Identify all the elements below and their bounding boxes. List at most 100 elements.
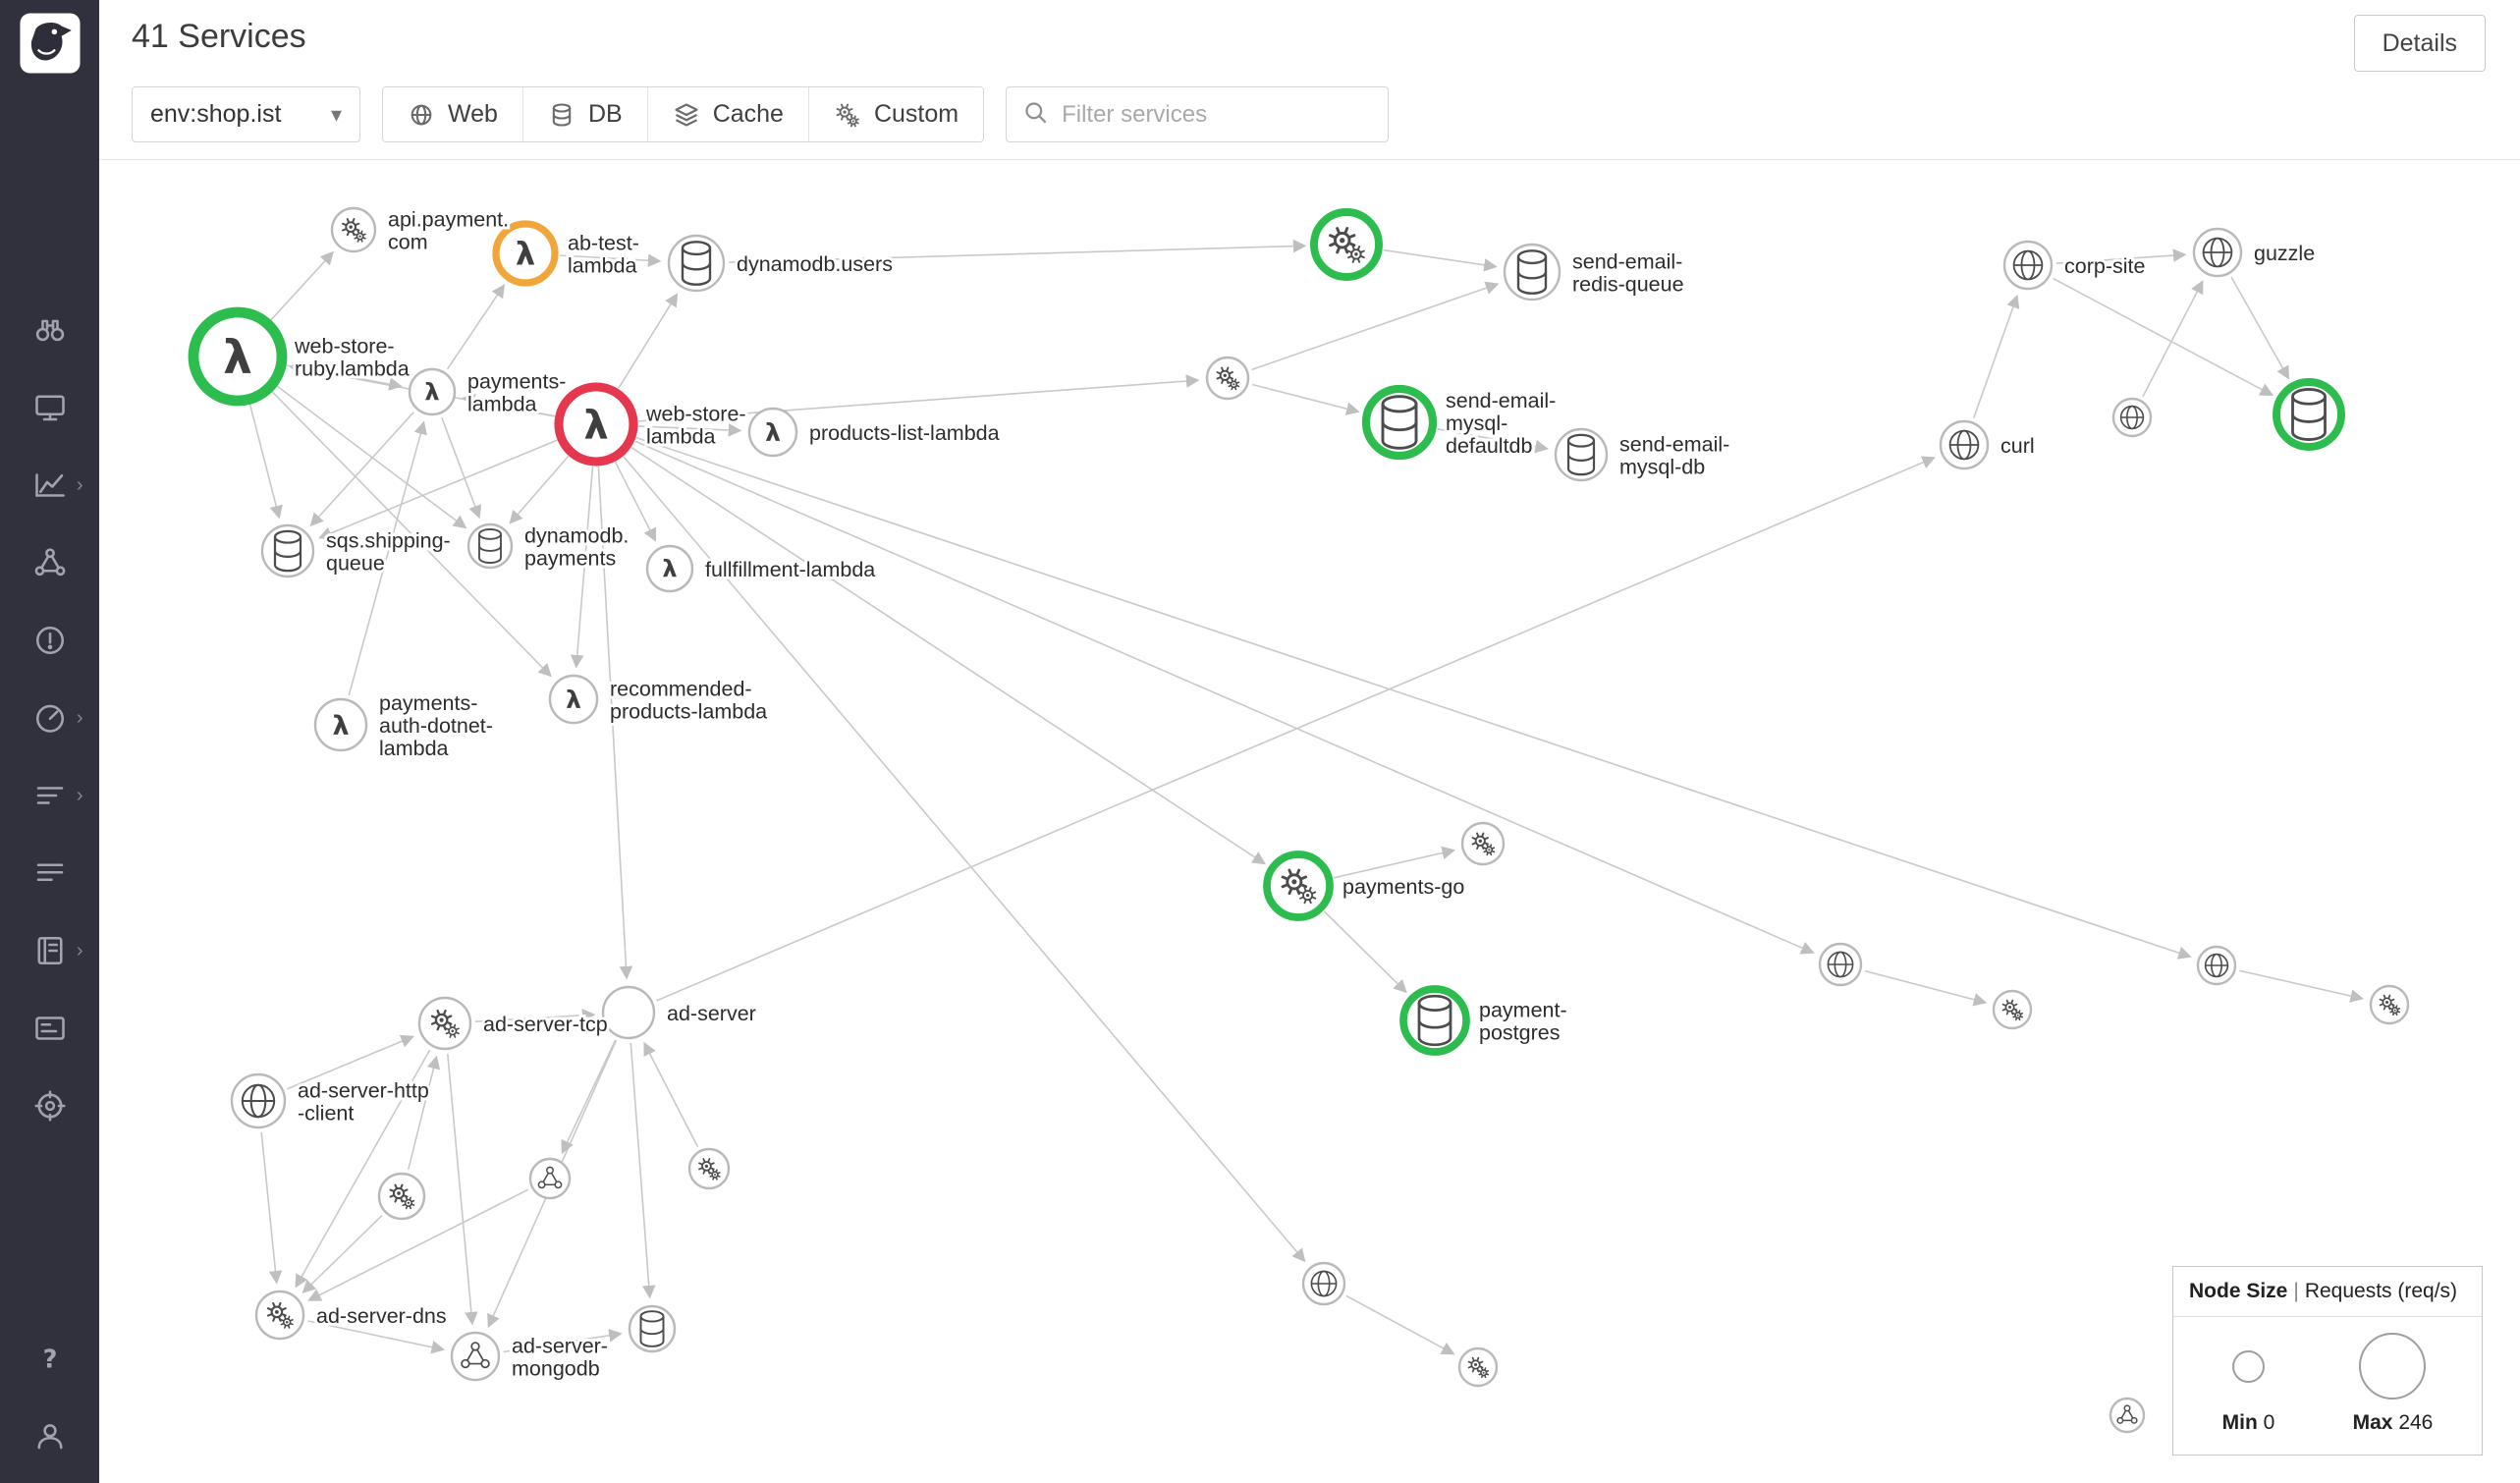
- edge-custom-ad-1--ad-server-dns: [301, 1215, 383, 1293]
- service-node-web-right-2[interactable]: [2196, 945, 2237, 986]
- legend-max-circle: [2359, 1333, 2427, 1400]
- service-node-ad-server-tcp[interactable]: [417, 996, 472, 1051]
- account-icon: [32, 1418, 68, 1458]
- service-node-web-right-1[interactable]: [1818, 942, 1863, 987]
- service-node-products-list-lambda[interactable]: λ: [747, 407, 798, 458]
- service-node-curl[interactable]: [1939, 419, 1990, 470]
- svg-text:λ: λ: [583, 403, 608, 448]
- sidebar-item-events[interactable]: [27, 386, 74, 433]
- edge-web-store-lambda--payments-go: [630, 446, 1266, 865]
- service-node-web-bottom-1[interactable]: [1301, 1261, 1346, 1306]
- cache-icon: [673, 101, 700, 129]
- service-node-payment-postgres[interactable]: [1399, 985, 1470, 1056]
- service-node-custom-bottom-2[interactable]: [2109, 1397, 2146, 1434]
- service-node-recommended-products-lambda[interactable]: λ: [548, 674, 599, 725]
- service-node-send-email-worker[interactable]: [1310, 208, 1383, 281]
- service-node-send-email-redis-queue[interactable]: [1503, 243, 1561, 302]
- env-dropdown[interactable]: env:shop.ist ▾: [132, 86, 360, 142]
- legend-min-label: Min 0: [2221, 1411, 2275, 1434]
- service-node-custom-bottom-1[interactable]: [1457, 1346, 1499, 1388]
- sidebar-item-infrastructure[interactable]: [27, 541, 74, 588]
- service-label-recommended-products-lambda: recommended-products-lambda: [610, 678, 767, 724]
- service-node-custom-ad-2[interactable]: [687, 1147, 731, 1190]
- edge-web-store-lambda--web-right-1: [634, 440, 1815, 955]
- sidebar-item-service-list[interactable]: [27, 851, 74, 899]
- service-label-guzzle: guzzle: [2254, 242, 2315, 265]
- service-node-share-ad-1[interactable]: [528, 1157, 572, 1200]
- service-label-products-list-lambda: products-list-lambda: [809, 421, 1000, 445]
- service-node-payments-lambda[interactable]: λ: [408, 367, 457, 416]
- service-label-send-email-mysql-db: send-email-mysql-db: [1619, 433, 1729, 479]
- edge-custom-ad-1--ad-server-tcp: [408, 1055, 441, 1170]
- service-node-send-email-mysql-defaultdb[interactable]: [1361, 384, 1438, 461]
- service-node-ad-server-http-client[interactable]: [230, 1072, 287, 1129]
- infrastructure-icon: [32, 545, 68, 585]
- sidebar-item-security[interactable]: [27, 1084, 74, 1131]
- sidebar-item-help[interactable]: ?: [27, 1338, 74, 1385]
- service-node-ab-test-lambda[interactable]: λ: [492, 220, 559, 287]
- search-box[interactable]: [1006, 86, 1390, 142]
- service-node-web-store-ruby-lambda[interactable]: λ: [188, 306, 288, 407]
- filter-button-cache[interactable]: Cache: [646, 87, 808, 141]
- service-node-db-green-1[interactable]: [2273, 378, 2345, 451]
- edge-ad-server-http-client--ad-server-dns: [260, 1131, 283, 1285]
- service-node-sqs-shipping-queue[interactable]: [260, 523, 315, 578]
- sidebar-item-account[interactable]: [27, 1414, 74, 1461]
- service-node-custom-mid-1[interactable]: [1205, 356, 1250, 401]
- details-button[interactable]: Details: [2353, 15, 2486, 72]
- service-node-send-email-mysql-db[interactable]: [1554, 427, 1609, 482]
- svg-text:λ: λ: [662, 556, 677, 583]
- service-label-dynamodb-payments: dynamodb.payments: [524, 524, 629, 571]
- edge-web-store-ruby-lambda--recommended-products-lambda: [271, 391, 552, 678]
- service-node-payments-go[interactable]: [1263, 851, 1334, 921]
- service-node-payments-auth-dotnet-lambda[interactable]: λ: [313, 697, 368, 752]
- service-node-fullfillment-lambda[interactable]: λ: [645, 544, 694, 593]
- service-node-custom-right-2[interactable]: [2369, 984, 2410, 1025]
- filter-button-web[interactable]: Web: [383, 87, 522, 141]
- filter-button-db[interactable]: DB: [521, 87, 647, 141]
- service-node-guzzle[interactable]: [2192, 227, 2243, 278]
- service-node-custom-right-1[interactable]: [1992, 989, 2033, 1030]
- edge-ad-server-mongodb--db-ad-1: [503, 1329, 623, 1353]
- sidebar: › › › › ?: [0, 0, 99, 1483]
- service-node-dynamodb-users[interactable]: [667, 234, 726, 293]
- service-list-icon: [32, 855, 68, 896]
- service-label-ad-server: ad-server: [667, 1002, 756, 1025]
- service-node-dynamodb-payments[interactable]: [466, 522, 514, 570]
- service-node-web-store-lambda[interactable]: λ: [554, 382, 638, 467]
- search-icon: [1022, 99, 1049, 131]
- apm-icon: [32, 778, 68, 818]
- edge-ad-server-http-client--ad-server-tcp: [287, 1034, 414, 1090]
- service-node-db-ad-1[interactable]: [628, 1304, 677, 1353]
- sidebar-item-watchdog[interactable]: [27, 308, 74, 356]
- sidebar-item-logs[interactable]: ›: [27, 929, 83, 976]
- edge-web-store-ruby-lambda--api-payment-com: [270, 250, 334, 321]
- sidebar-item-dashboards[interactable]: ›: [27, 464, 83, 511]
- edge-payments-go--payment-postgres: [1323, 910, 1407, 994]
- sidebar-item-apm[interactable]: ›: [27, 774, 83, 821]
- sidebar-item-integrations[interactable]: [27, 1007, 74, 1054]
- sidebar-item-monitors[interactable]: [27, 619, 74, 666]
- service-node-api-payment-com[interactable]: [330, 206, 377, 253]
- service-label-payments-go: payments-go: [1342, 875, 1464, 899]
- service-node-custom-mid-2[interactable]: [1460, 821, 1506, 866]
- service-node-web-small-1[interactable]: [2111, 397, 2153, 438]
- edge-custom-mid-1--send-email-mysql-defaultdb: [1252, 383, 1360, 415]
- datadog-logo[interactable]: [19, 12, 82, 75]
- sidebar-item-metrics[interactable]: ›: [27, 696, 83, 743]
- service-node-ad-server-dns[interactable]: [254, 1290, 305, 1341]
- service-node-custom-ad-1[interactable]: [377, 1172, 426, 1221]
- search-input[interactable]: [1062, 100, 1373, 129]
- service-node-corp-site[interactable]: [2002, 240, 2054, 291]
- service-node-ad-server-mongodb[interactable]: [450, 1331, 501, 1382]
- service-label-send-email-mysql-defaultdb: send-email-mysql-defaultdb: [1446, 389, 1556, 458]
- filter-button-custom[interactable]: Custom: [807, 87, 984, 141]
- dashboards-icon: [32, 467, 68, 508]
- help-icon: ?: [32, 1342, 68, 1382]
- service-node-ad-server[interactable]: [601, 985, 656, 1040]
- edge-web-store-lambda--recommended-products-lambda: [570, 466, 594, 669]
- gears-icon: [834, 101, 861, 129]
